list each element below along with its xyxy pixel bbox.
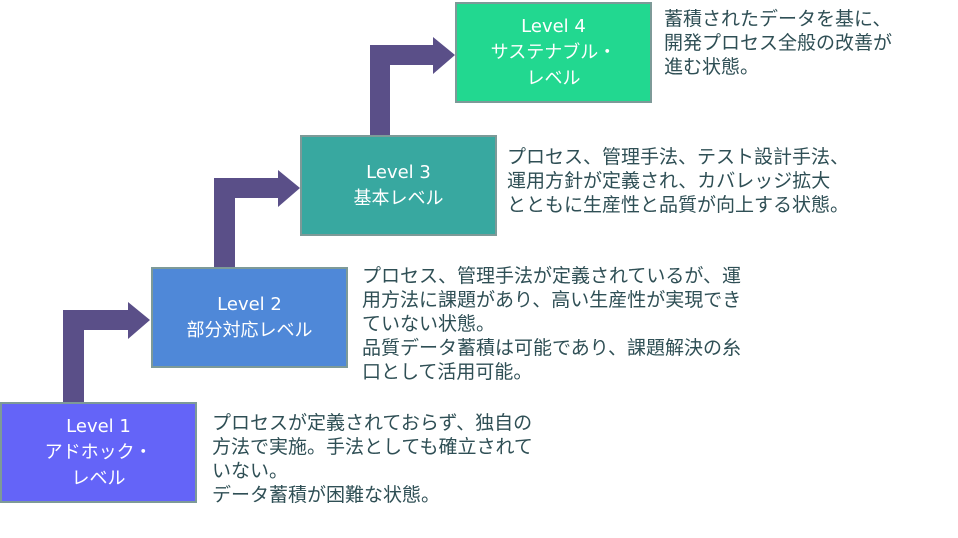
description-line: 開発プロセス全般の改善が: [664, 32, 893, 54]
description-line: 口として活用可能。: [362, 361, 533, 383]
arrow-level2-to-level3: [214, 170, 300, 267]
arrow-level3-to-level4: [370, 37, 455, 135]
level-name: レベル: [71, 467, 126, 489]
description-line: 品質データ蓄積は可能であり、課題解決の糸: [362, 337, 742, 359]
level-title: Level 1: [66, 415, 131, 437]
level-name: レベル: [526, 67, 581, 89]
description-line: 進む状態。: [664, 56, 760, 78]
description-line: プロセス、管理手法、テスト設計手法、: [507, 146, 850, 168]
description-line: とともに生産性と品質が向上する状態。: [507, 194, 850, 216]
description-line: いない。: [212, 460, 289, 482]
level-name: サステナブル・: [490, 41, 617, 63]
description-line: ていない状態。: [362, 313, 496, 335]
description-line: 方法で実施。手法としても確立されて: [212, 436, 533, 458]
description-line: プロセス、管理手法が定義されているが、運: [362, 265, 742, 287]
description-line: 運用方針が定義され、カバレッジ拡大: [507, 170, 831, 192]
description-line: データ蓄積が困難な状態。: [212, 484, 441, 506]
level-title: Level 3: [366, 161, 431, 183]
level-3-box: Level 3 基本レベル: [300, 135, 497, 236]
level-2-description: プロセス、管理手法が定義されているが、運 用方法に課題があり、高い生産性が実現で…: [362, 264, 741, 384]
level-4-description: 蓄積されたデータを基に、 開発プロセス全般の改善が 進む状態。: [664, 7, 892, 79]
level-1-description: プロセスが定義されておらず、独自の 方法で実施。手法としても確立されて いない。…: [212, 411, 533, 507]
description-line: 用方法に課題があり、高い生産性が実現でき: [362, 289, 742, 311]
description-line: 蓄積されたデータを基に、: [664, 8, 892, 30]
level-3-description: プロセス、管理手法、テスト設計手法、 運用方針が定義され、カバレッジ拡大 ととも…: [507, 145, 849, 217]
level-4-box: Level 4 サステナブル・ レベル: [455, 2, 652, 103]
level-name: 基本レベル: [353, 187, 444, 209]
level-title: Level 4: [521, 15, 586, 37]
level-name: アドホック・: [44, 441, 153, 463]
arrow-level1-to-level2: [63, 302, 150, 402]
level-2-box: Level 2 部分対応レベル: [151, 267, 348, 368]
level-name: 部分対応レベル: [186, 319, 313, 341]
level-title: Level 2: [217, 293, 282, 315]
level-1-box: Level 1 アドホック・ レベル: [0, 402, 197, 503]
description-line: プロセスが定義されておらず、独自の: [212, 412, 533, 434]
